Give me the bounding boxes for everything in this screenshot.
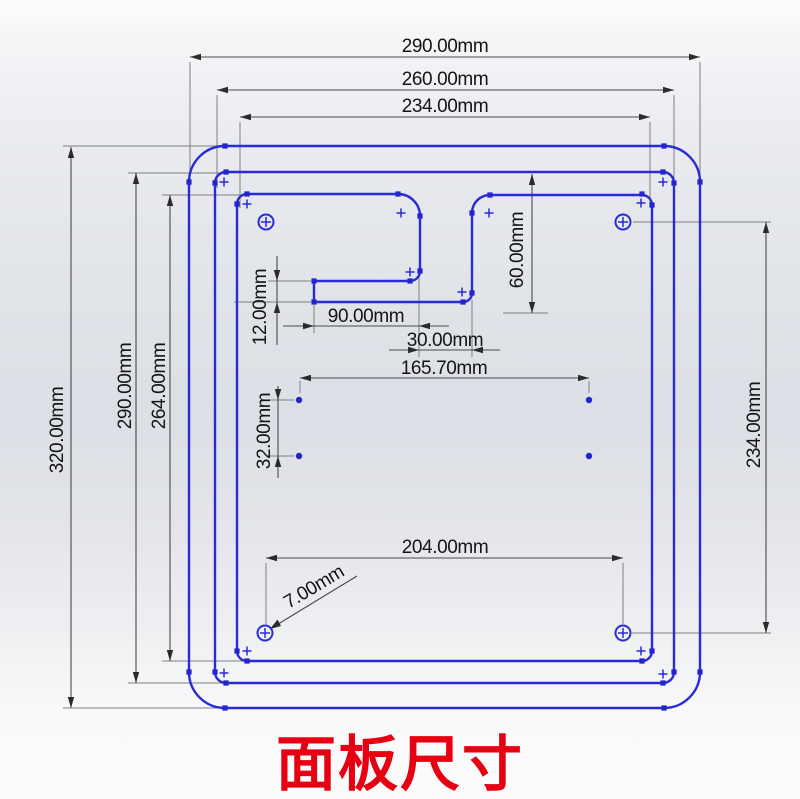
dimension-lines xyxy=(70,56,767,708)
stud-point xyxy=(585,396,593,404)
vertex-dots xyxy=(186,143,703,711)
mounting-hole-bottom-right xyxy=(614,624,632,642)
snap-plus-marks xyxy=(219,177,668,679)
dim-outer-height-label: 320.00mm xyxy=(47,387,68,474)
middle-panel-outline xyxy=(213,170,676,685)
dim-slot-width-label: 90.00mm xyxy=(328,306,404,327)
dim-inner-width-label: 234.00mm xyxy=(402,96,489,117)
dim-stud-span-width-label: 165.70mm xyxy=(401,358,488,379)
mounting-hole-top-left xyxy=(257,213,275,231)
mounting-holes xyxy=(256,213,632,642)
dim-slot-height-label: 12.00mm xyxy=(250,269,271,345)
mounting-hole-bottom-left xyxy=(256,624,274,642)
dimension-arrowheads xyxy=(67,53,770,709)
dim-notch-width-label: 30.00mm xyxy=(407,330,483,351)
dim-outer-width-label: 290.00mm xyxy=(402,36,489,57)
dim-inner-height-label: 264.00mm xyxy=(149,343,170,430)
page-title: 面板尺寸 xyxy=(276,730,524,799)
dim-notch-height-label: 60.00mm xyxy=(507,212,528,288)
dim-stud-span-height-label: 32.00mm xyxy=(254,393,275,469)
dimension-extension-lines xyxy=(63,62,771,709)
dim-hole-span-vertical-label: 234.00mm xyxy=(744,382,765,469)
stud-point xyxy=(295,452,303,460)
stud-point xyxy=(295,396,303,404)
mounting-hole-top-right xyxy=(614,213,632,231)
dim-hole-span-width-label: 204.00mm xyxy=(402,537,489,558)
dimension-labels: 290.00mm 260.00mm 234.00mm 320.00mm 290.… xyxy=(47,36,765,613)
dim-mid-width-label: 260.00mm xyxy=(402,69,489,90)
stud-point xyxy=(585,452,593,460)
dim-mid-height-label: 290.00mm xyxy=(115,343,136,430)
